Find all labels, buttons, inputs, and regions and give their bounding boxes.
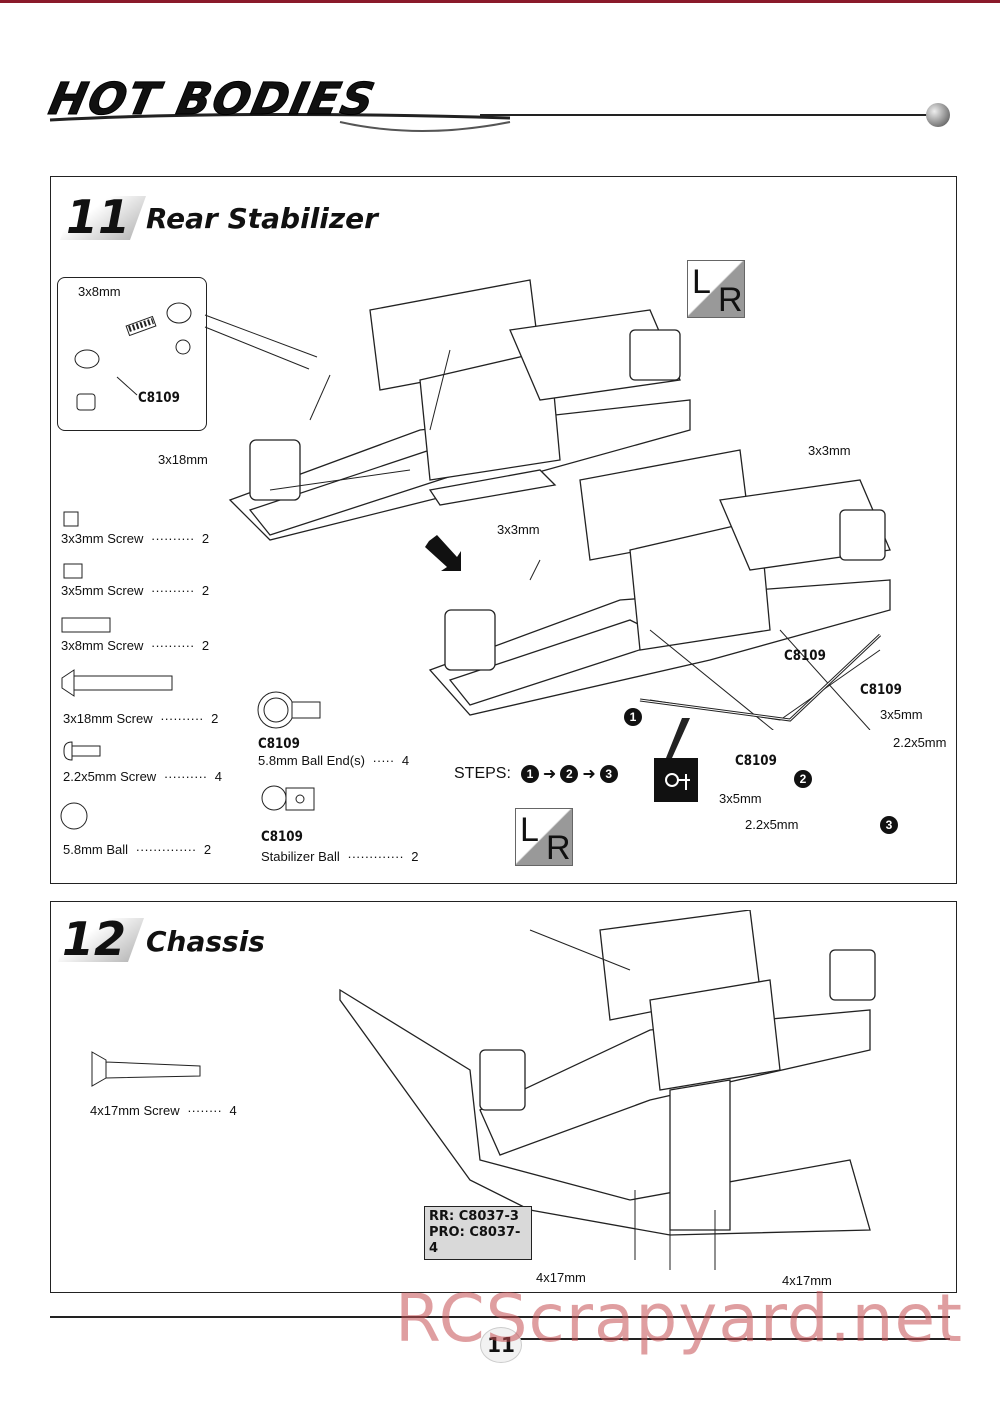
- label-3x3mm-b: 3x3mm: [808, 443, 851, 458]
- ball-end-code: C8109: [258, 736, 300, 752]
- part-qty: 4: [401, 753, 410, 768]
- watermark: RCScrapyard.net: [395, 1280, 963, 1357]
- chassis-part-code-box: RR: C8037-3 PRO: C8037-4: [424, 1206, 532, 1260]
- ball-end-parts-drawing: [257, 691, 321, 811]
- label-3x5mm-a: 3x5mm: [880, 707, 923, 722]
- label-c8109-b: C8109: [860, 682, 902, 698]
- step-badge-2: 2: [794, 770, 812, 788]
- direction-arrow-icon: [425, 535, 461, 571]
- footer-rule-2: [520, 1338, 950, 1340]
- hex-wrench-icon: [654, 718, 698, 802]
- part-row-3x8: 3x8mm Screw ·········· 2: [61, 638, 210, 653]
- lr-top-r: R: [718, 281, 743, 319]
- part-qty: 2: [201, 638, 210, 653]
- left-right-icon-top: L R: [687, 260, 745, 319]
- part-row-3x3: 3x3mm Screw ·········· 2: [61, 531, 210, 546]
- rear-chassis-drawing-lower: [428, 449, 891, 730]
- part-qty: 4: [214, 769, 222, 784]
- part-qty: 2: [203, 842, 212, 857]
- lr-top-l: L: [692, 263, 711, 301]
- footer-rule: [50, 1316, 950, 1318]
- label-3x18mm: 3x18mm: [158, 452, 208, 467]
- label-2-2x5mm-a: 2.2x5mm: [893, 735, 947, 750]
- stabilizer-bar-drawing: [639, 633, 882, 722]
- rear-chassis-drawing-upper: [228, 279, 691, 541]
- parts-list-icons: [60, 511, 173, 830]
- step-badge-1: 1: [624, 708, 642, 726]
- arrow-right-icon: ➜: [582, 766, 596, 783]
- step-11-number: 11: [66, 190, 131, 244]
- part-name: 5.8mm Ball End(s): [258, 753, 365, 768]
- part-row-3x18: 3x18mm Screw ·········· 2: [63, 711, 219, 726]
- part-qty: 2: [411, 849, 419, 864]
- header-ball-icon: [926, 103, 950, 127]
- stab-ball-code: C8109: [261, 829, 303, 845]
- inset-part-code: C8109: [138, 390, 180, 406]
- part-name: 3x5mm Screw: [61, 583, 144, 598]
- label-c8109-c: C8109: [735, 753, 777, 769]
- top-rule: [0, 0, 1000, 3]
- lr-bottom-r: R: [546, 829, 571, 867]
- steps-label: STEPS:: [454, 765, 511, 782]
- part-name: 4x17mm Screw: [90, 1103, 180, 1118]
- steps-sequence: STEPS: 1 ➜ 2 ➜ 3: [454, 764, 618, 784]
- arrow-right-icon: ➜: [542, 766, 557, 783]
- part-qty: 4: [229, 1103, 237, 1118]
- header-rule: [480, 114, 930, 116]
- steps-seq-2: 2: [560, 765, 579, 783]
- part-name: 3x3mm Screw: [61, 531, 144, 546]
- part-qty: 2: [201, 583, 210, 598]
- steps-seq-3: 3: [599, 765, 618, 783]
- 4x17mm-screw-icon: [91, 1051, 201, 1087]
- step-12-number: 12: [62, 912, 127, 966]
- part-row-3x5: 3x5mm Screw ·········· 2: [61, 583, 210, 598]
- label-4x17mm-b: 4x17mm: [782, 1273, 832, 1288]
- left-right-icon-bottom: L R: [515, 808, 573, 867]
- step-badge-3: 3: [880, 816, 898, 834]
- part-name: 5.8mm Ball: [63, 842, 129, 857]
- stab-ball-row: Stabilizer Ball ············· 2: [261, 849, 419, 864]
- brand-text: HOT BODIES: [44, 74, 381, 126]
- part-row-2-2x5: 2.2x5mm Screw ·········· 4: [63, 769, 222, 784]
- inset-screw-label: 3x8mm: [78, 284, 121, 299]
- label-4x17mm-a: 4x17mm: [536, 1270, 586, 1285]
- ball-end-inset: [57, 277, 207, 431]
- part-qty: 2: [211, 711, 219, 726]
- inset-drawing: [74, 302, 318, 411]
- label-3x5mm-b: 3x5mm: [719, 791, 762, 806]
- logo-swoosh: [49, 112, 511, 132]
- label-c8109-a: C8109: [784, 648, 826, 664]
- lr-bottom-l: L: [520, 811, 539, 849]
- steps-seq-1: 1: [520, 765, 539, 783]
- step-11-title: Rear Stabilizer: [146, 202, 378, 235]
- part-qty: 2: [201, 531, 210, 546]
- part-name: Stabilizer Ball: [261, 849, 340, 864]
- chassis-drawing: [339, 910, 876, 1270]
- part-name: 2.2x5mm Screw: [63, 769, 157, 784]
- brand-logo: HOT BODIES: [40, 70, 520, 140]
- chassis-code-rr: RR: C8037-3: [429, 1209, 519, 1224]
- part-name: 3x18mm Screw: [63, 711, 153, 726]
- ball-end-row: 5.8mm Ball End(s) ····· 4: [258, 753, 410, 768]
- label-2-2x5mm-b: 2.2x5mm: [745, 817, 799, 832]
- label-3x3mm-a: 3x3mm: [497, 522, 540, 537]
- part-name: 3x8mm Screw: [61, 638, 144, 653]
- chassis-code-pro: PRO: C8037-4: [429, 1225, 521, 1256]
- part-row-ball: 5.8mm Ball ·············· 2: [63, 842, 212, 857]
- part-row-4x17: 4x17mm Screw ········ 4: [90, 1103, 237, 1118]
- page-number: 11: [480, 1327, 522, 1363]
- step-12-title: Chassis: [146, 925, 265, 958]
